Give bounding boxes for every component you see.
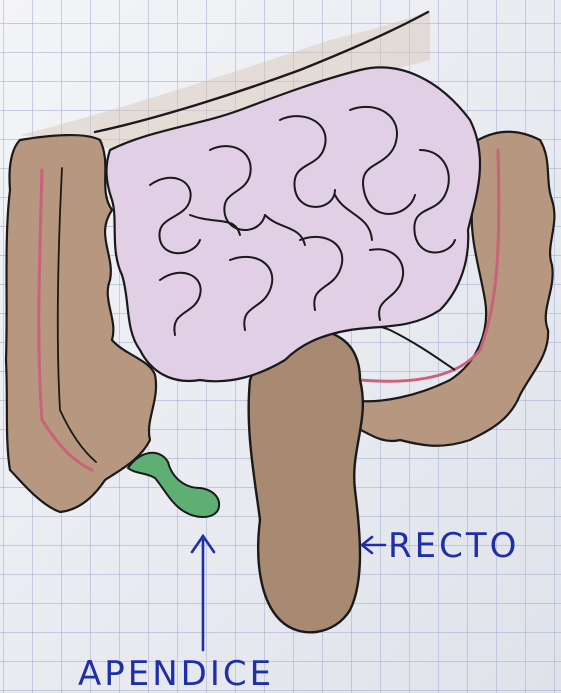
rectum bbox=[249, 330, 363, 632]
rectum-label: RECTO bbox=[388, 526, 519, 566]
appendix-label: APENDICE bbox=[78, 654, 274, 693]
